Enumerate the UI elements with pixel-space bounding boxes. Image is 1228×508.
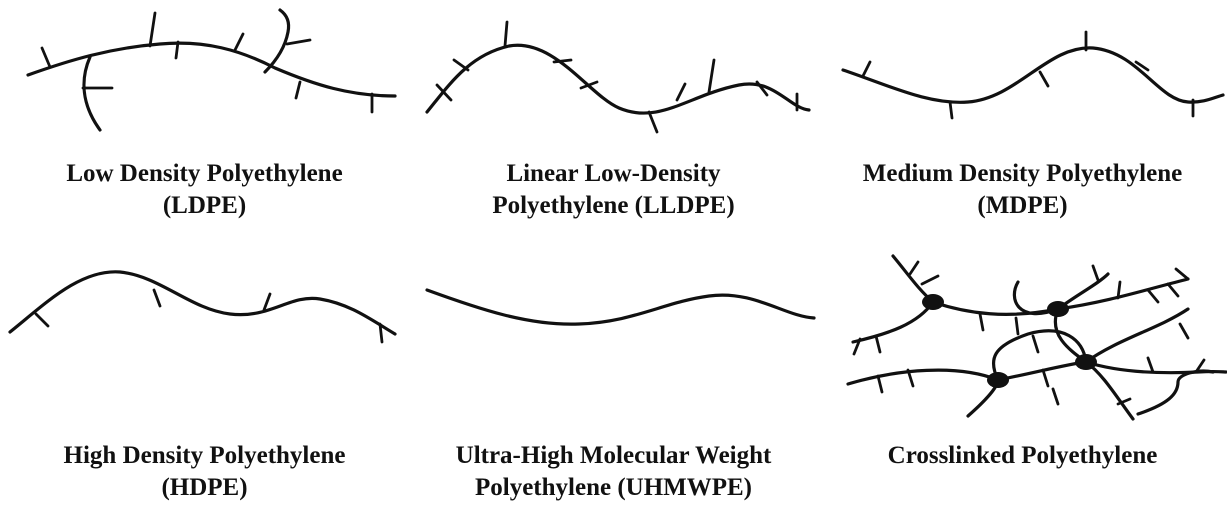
caption-uhmwpe-line2: Polyethylene (UHMWPE): [474, 474, 753, 501]
caption-uhmwpe: Ultra-High Molecular Weight Polyethylene…: [409, 440, 818, 504]
panel-ldpe: Low Density Polyethylene (LDPE): [0, 0, 409, 254]
caption-lldpe: Linear Low-Density Polyethylene (LLDPE): [409, 158, 818, 222]
ldpe-chain-diagram: [26, 8, 397, 132]
panel-mdpe: Medium Density Polyethylene (MDPE): [818, 0, 1227, 254]
hdpe-chain-diagram: [8, 270, 397, 344]
mdpe-chain-diagram: [841, 30, 1225, 120]
caption-crosslinked-line1: Crosslinked Polyethylene: [887, 442, 1158, 469]
caption-uhmwpe-line1: Ultra-High Molecular Weight: [455, 442, 772, 469]
panel-crosslinked: Crosslinked Polyethylene: [818, 254, 1227, 508]
caption-ldpe: Low Density Polyethylene (LDPE): [0, 158, 409, 222]
caption-crosslinked: Crosslinked Polyethylene: [818, 440, 1227, 472]
caption-hdpe-line1: High Density Polyethylene: [63, 442, 346, 469]
caption-hdpe: High Density Polyethylene (HDPE): [0, 440, 409, 504]
caption-mdpe: Medium Density Polyethylene (MDPE): [818, 158, 1227, 222]
crosslink-node: [1075, 354, 1097, 370]
panel-hdpe: High Density Polyethylene (HDPE): [0, 254, 409, 508]
uhmwpe-chain-diagram: [425, 288, 816, 326]
crosslink-node: [922, 294, 944, 310]
crosslink-node: [1047, 301, 1069, 317]
caption-mdpe-line2: (MDPE): [977, 192, 1068, 219]
caption-lldpe-line2: Polyethylene (LLDPE): [492, 192, 735, 219]
lldpe-chain-diagram: [425, 20, 811, 134]
crosslink-node: [987, 372, 1009, 388]
caption-lldpe-line1: Linear Low-Density: [506, 160, 721, 187]
caption-ldpe-line2: (LDPE): [162, 192, 247, 219]
crosslinked-network-diagram: [846, 254, 1227, 421]
panel-uhmwpe: Ultra-High Molecular Weight Polyethylene…: [409, 254, 818, 508]
caption-mdpe-line1: Medium Density Polyethylene: [862, 160, 1183, 187]
panel-lldpe: Linear Low-Density Polyethylene (LLDPE): [409, 0, 818, 254]
caption-ldpe-line1: Low Density Polyethylene: [66, 160, 343, 187]
caption-hdpe-line2: (HDPE): [161, 474, 248, 501]
